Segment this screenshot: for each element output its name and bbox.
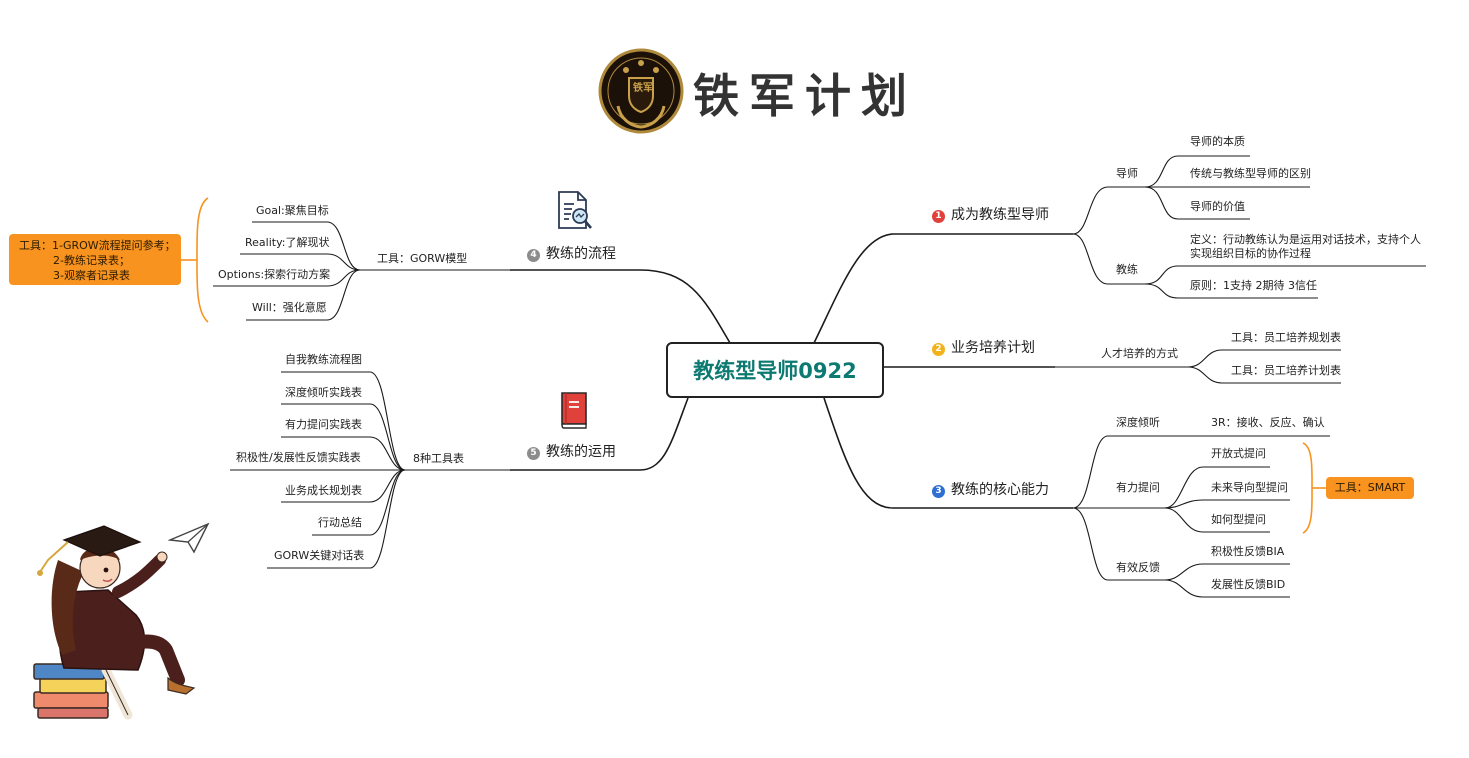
branch-1[interactable]: 1 成为教练型导师 <box>932 206 1049 224</box>
red-book-icon <box>561 392 587 429</box>
number-badge-5: 5 <box>527 447 540 460</box>
leaf-3r[interactable]: 3R：接收、反应、确认 <box>1211 416 1325 429</box>
node-deep-listening[interactable]: 深度倾听 <box>1116 416 1160 429</box>
node-gorw-model[interactable]: 工具：GORW模型 <box>377 252 468 265</box>
leaf-goal[interactable]: Goal:聚焦目标 <box>256 204 329 217</box>
callout-line-3: 3-观察者记录表 <box>53 269 130 282</box>
leaf-reality[interactable]: Reality:了解现状 <box>245 236 330 249</box>
leaf-staff-schedule-table[interactable]: 工具：员工培养计划表 <box>1231 364 1341 377</box>
branch-3-label: 教练的核心能力 <box>951 482 1049 498</box>
leaf-feedback-practice[interactable]: 积极性/发展性反馈实践表 <box>236 451 361 464</box>
node-talent-development[interactable]: 人才培养的方式 <box>1101 347 1178 360</box>
student-girl-illustration <box>33 525 196 720</box>
node-mentor[interactable]: 导师 <box>1116 167 1138 180</box>
leaf-coach-definition-1[interactable]: 定义：行动教练认为是运用对话技术，支持个人 <box>1190 233 1421 246</box>
leaf-business-growth-plan[interactable]: 业务成长规划表 <box>285 484 362 497</box>
callout-line-2: 2-教练记录表； <box>53 254 130 267</box>
paper-plane-icon <box>168 522 210 554</box>
report-magnifier-icon <box>558 191 592 229</box>
logo-text: 铁军 <box>633 83 653 94</box>
number-badge-2: 2 <box>932 343 945 356</box>
leaf-mentor-essence[interactable]: 导师的本质 <box>1190 135 1245 148</box>
leaf-how-question[interactable]: 如何型提问 <box>1211 513 1266 526</box>
page-title: 铁军计划 <box>693 69 917 123</box>
leaf-mentor-difference[interactable]: 传统与教练型导师的区别 <box>1190 167 1311 180</box>
leaf-mentor-value[interactable]: 导师的价值 <box>1190 200 1245 213</box>
leaf-future-question[interactable]: 未来导向型提问 <box>1211 481 1288 494</box>
node-coach[interactable]: 教练 <box>1116 263 1138 276</box>
central-topic-label: 教练型导师0922 <box>693 359 857 383</box>
leaf-coach-definition-2[interactable]: 实现组织目标的协作过程 <box>1190 247 1311 260</box>
leaf-self-coaching-chart[interactable]: 自我教练流程图 <box>285 353 362 366</box>
book-stack-icon <box>33 663 109 719</box>
branch-5-label: 教练的运用 <box>546 444 616 460</box>
leaf-action-summary[interactable]: 行动总结 <box>318 516 362 529</box>
branch-3[interactable]: 3 教练的核心能力 <box>932 481 1049 499</box>
central-topic[interactable]: 教练型导师0922 <box>666 342 884 398</box>
leaf-listening-practice[interactable]: 深度倾听实践表 <box>285 386 362 399</box>
number-badge-4: 4 <box>527 249 540 262</box>
branch-1-label: 成为教练型导师 <box>951 207 1049 223</box>
node-8-tool-tables[interactable]: 8种工具表 <box>413 452 464 465</box>
branch-4-label: 教练的流程 <box>546 246 616 262</box>
callout-line-1: 工具：1-GROW流程提问参考； <box>19 239 176 252</box>
leaf-gorw-dialogue-table[interactable]: GORW关键对话表 <box>274 549 365 562</box>
smart-callout[interactable]: 工具：SMART <box>1326 477 1414 499</box>
node-effective-feedback[interactable]: 有效反馈 <box>1116 561 1160 574</box>
leaf-staff-plan-table[interactable]: 工具：员工培养规划表 <box>1231 331 1341 344</box>
number-badge-3: 3 <box>932 485 945 498</box>
leaf-options[interactable]: Options:探索行动方案 <box>218 268 331 281</box>
leaf-positive-feedback[interactable]: 积极性反馈BIA <box>1211 545 1285 558</box>
leaf-will[interactable]: Will：强化意愿 <box>252 301 327 314</box>
leaf-coach-principle[interactable]: 原则：1支持 2期待 3信任 <box>1190 279 1317 292</box>
grow-tools-callout[interactable]: 工具：1-GROW流程提问参考； 2-教练记录表； 3-观察者记录表 <box>9 234 181 285</box>
branch-2-label: 业务培养计划 <box>951 340 1035 356</box>
leaf-open-question[interactable]: 开放式提问 <box>1211 447 1266 460</box>
branch-2[interactable]: 2 业务培养计划 <box>932 339 1035 357</box>
branch-5[interactable]: 5 教练的运用 <box>527 443 616 461</box>
laurel-logo-icon <box>598 48 684 134</box>
leaf-development-feedback[interactable]: 发展性反馈BID <box>1211 578 1286 591</box>
node-powerful-questions[interactable]: 有力提问 <box>1116 481 1160 494</box>
leaf-questioning-practice[interactable]: 有力提问实践表 <box>285 418 362 431</box>
number-badge-1: 1 <box>932 210 945 223</box>
branch-4[interactable]: 4 教练的流程 <box>527 245 616 263</box>
